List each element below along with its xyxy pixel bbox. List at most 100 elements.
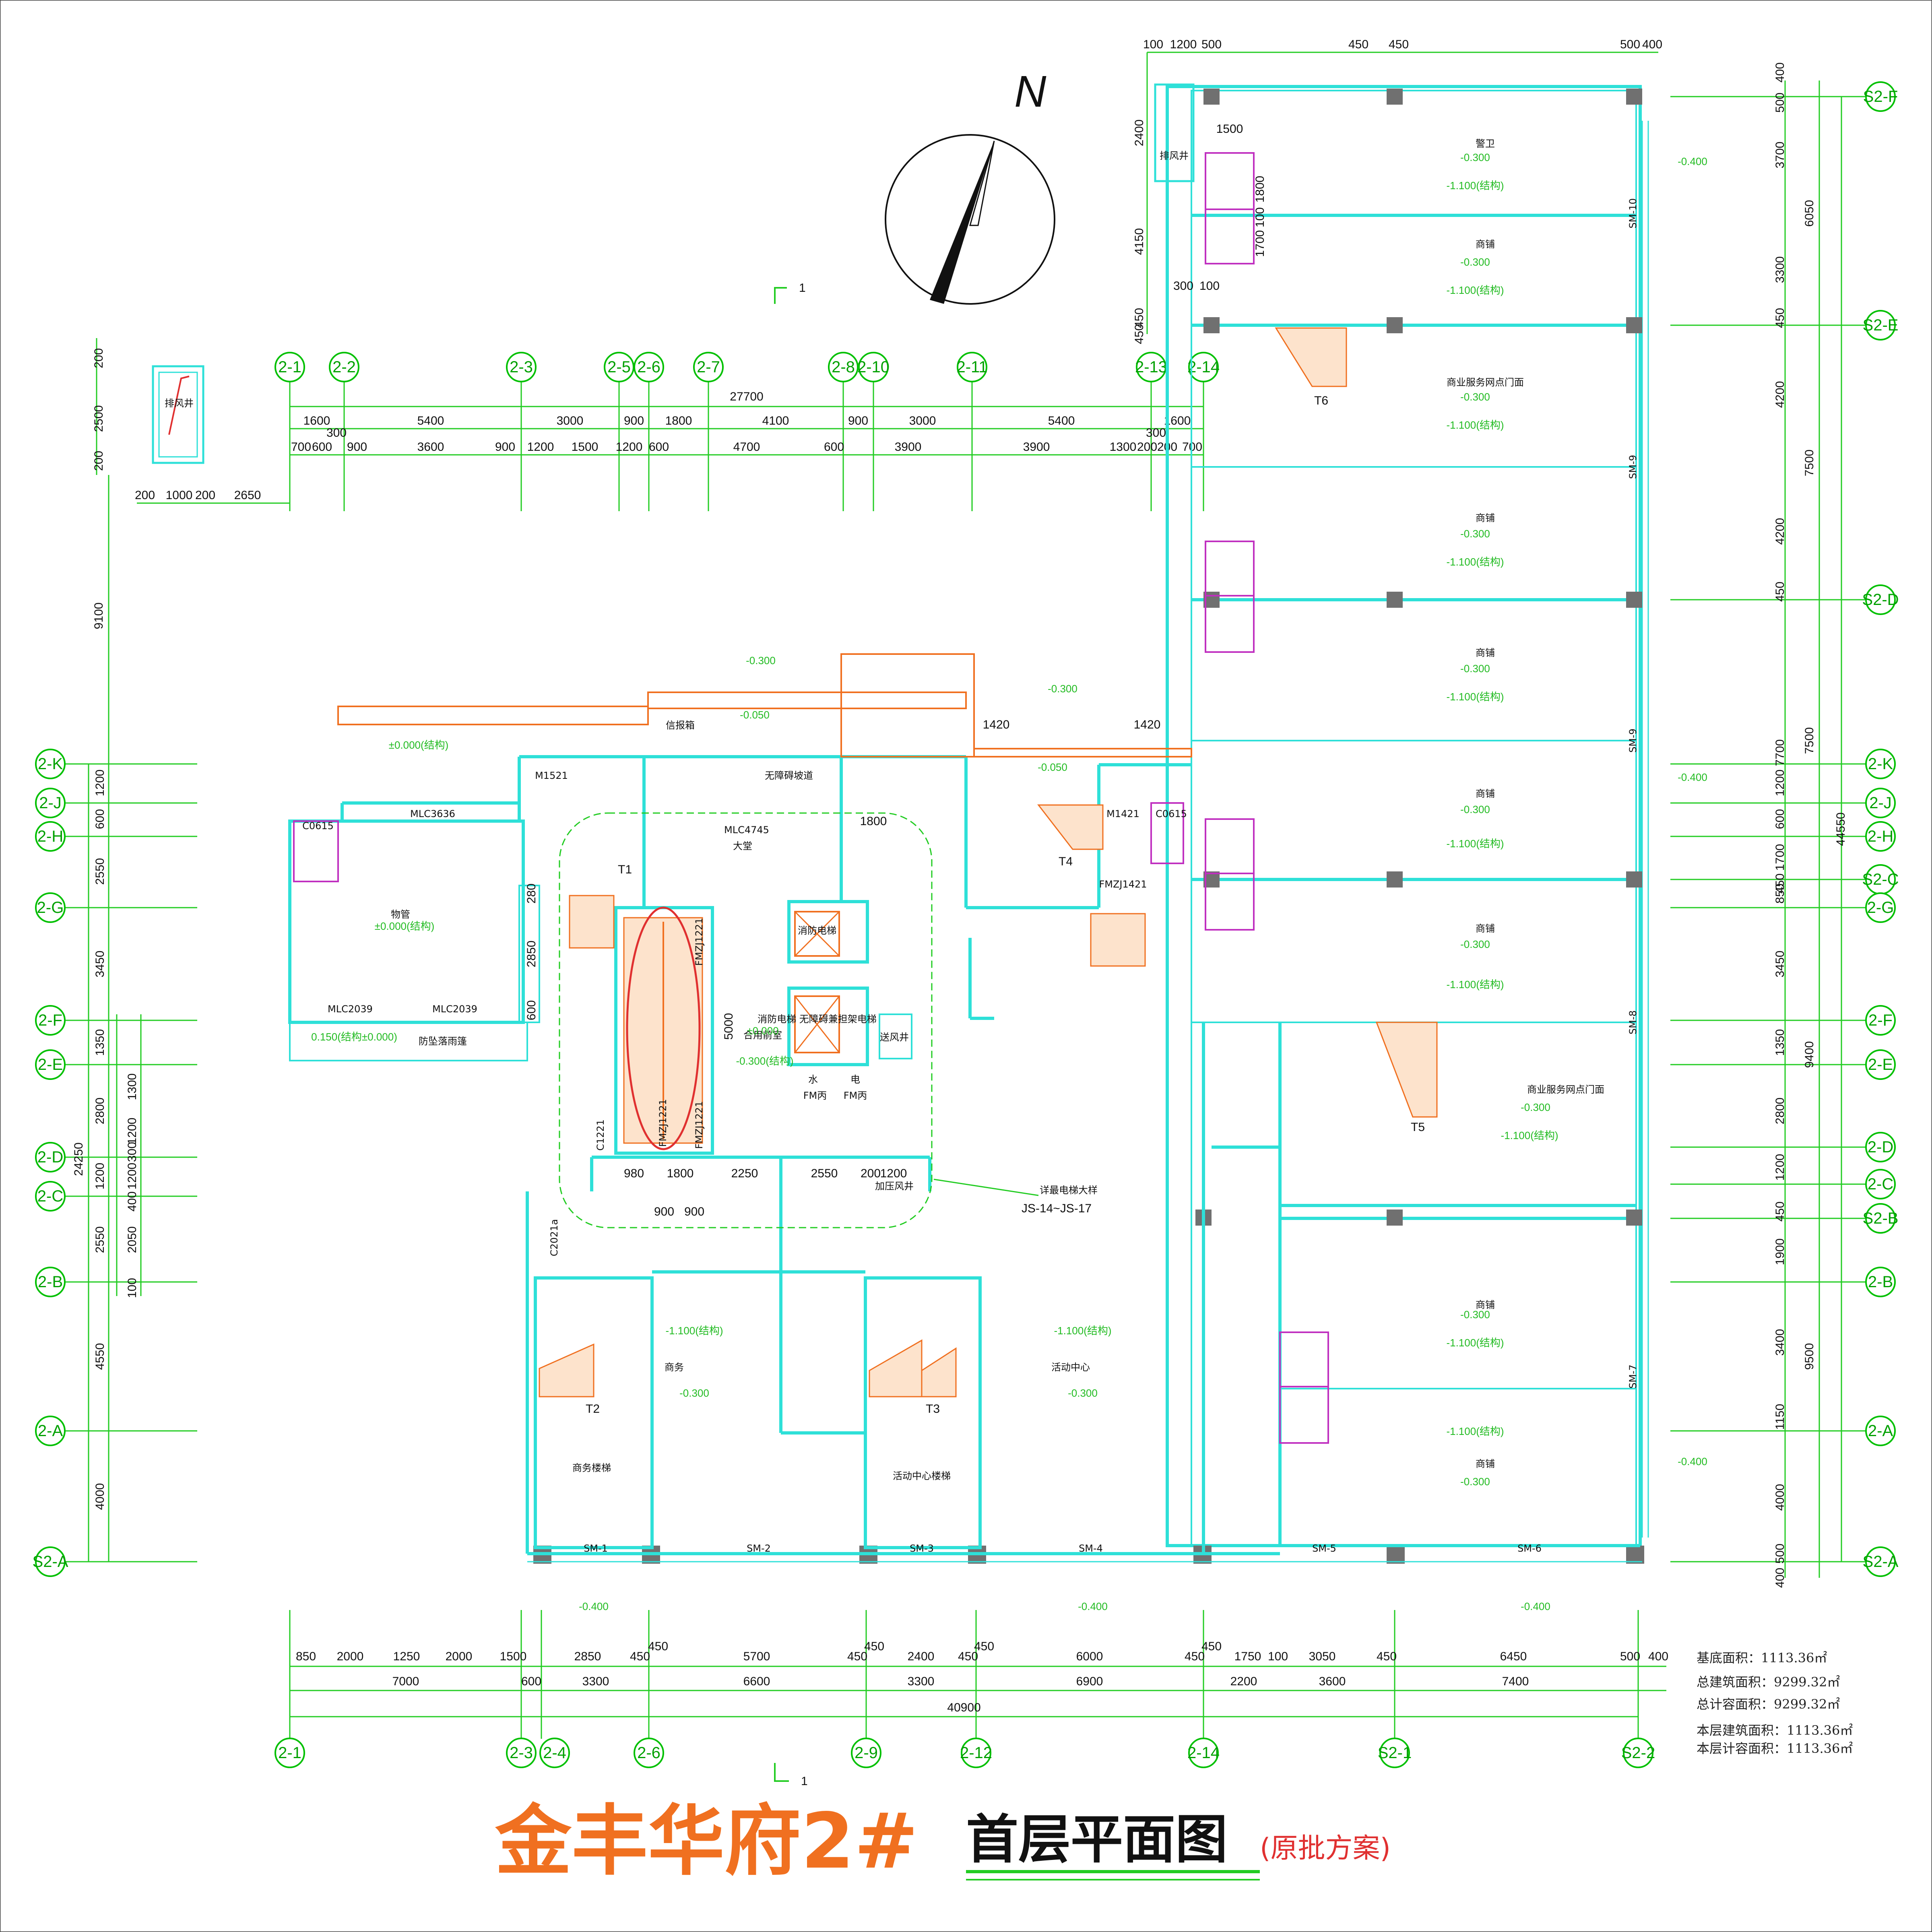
svg-text:450: 450 [864, 1640, 884, 1653]
room-label: 物管 [391, 909, 410, 920]
axis-label: 2-B [38, 1273, 63, 1291]
svg-text:T3: T3 [926, 1402, 940, 1416]
svg-text:40900: 40900 [947, 1701, 980, 1714]
svg-text:1500: 1500 [500, 1650, 527, 1663]
axis-label: S2-D [1862, 591, 1899, 609]
svg-text:1420: 1420 [1134, 718, 1161, 731]
svg-text:44550: 44550 [1834, 812, 1847, 846]
room-label: 排风井 [1160, 150, 1189, 161]
svg-text:2850: 2850 [574, 1650, 601, 1663]
svg-text:850: 850 [296, 1650, 316, 1663]
svg-text:600: 600 [93, 809, 107, 829]
svg-text:1200: 1200 [1773, 1154, 1787, 1181]
svg-text:C1221: C1221 [595, 1119, 606, 1151]
axis-label: 2-K [38, 755, 63, 773]
svg-text:-0.300: -0.300 [679, 1387, 709, 1399]
svg-text:SM-6: SM-6 [1517, 1543, 1542, 1554]
room-label: 商铺 [1476, 647, 1495, 658]
svg-text:-1.100(结构): -1.100(结构) [665, 1325, 723, 1337]
svg-text:1: 1 [801, 1775, 808, 1788]
svg-text:6450: 6450 [1500, 1650, 1527, 1663]
svg-text:2200: 2200 [1230, 1675, 1257, 1688]
svg-text:SM-5: SM-5 [1312, 1543, 1336, 1554]
axis-label: S2-1 [1378, 1744, 1412, 1762]
room-label: 商铺 [1476, 239, 1495, 250]
svg-text:-0.300(结构): -0.300(结构) [736, 1055, 793, 1067]
svg-text:1200: 1200 [1170, 38, 1197, 51]
small-dimensions: 1500 1800 100 1700 300 100 5000 280 2850… [525, 122, 1267, 1218]
svg-text:1700: 1700 [1253, 230, 1267, 257]
svg-text:-0.300: -0.300 [1460, 1476, 1490, 1488]
svg-text:-0.300: -0.300 [746, 654, 776, 667]
right-dimensions: 44550 400 500 3700 6050 3300 450 4200 75… [1773, 62, 1847, 1588]
svg-text:2400: 2400 [1133, 120, 1146, 147]
room-label: 消防电梯 无障碍兼担架电梯 [758, 1013, 877, 1025]
svg-text:C0615: C0615 [302, 820, 334, 832]
svg-text:FMZJ1221: FMZJ1221 [694, 1101, 705, 1149]
svg-text:1200: 1200 [93, 1163, 107, 1190]
svg-text:3900: 3900 [895, 440, 922, 454]
svg-text:-0.300: -0.300 [1048, 683, 1077, 695]
svg-text:-0.400: -0.400 [1678, 1455, 1707, 1468]
axis-label: 2-G [1867, 899, 1894, 916]
svg-text:-0.300: -0.300 [1460, 803, 1490, 815]
svg-text:3900: 3900 [1023, 440, 1050, 454]
svg-text:2400: 2400 [908, 1650, 935, 1663]
svg-text:9500: 9500 [1803, 1343, 1816, 1370]
svg-text:1300: 1300 [126, 1073, 139, 1100]
svg-text:-0.400: -0.400 [1078, 1600, 1108, 1612]
svg-text:4000: 4000 [93, 1483, 107, 1510]
svg-text:5400: 5400 [417, 414, 444, 427]
svg-text:900: 900 [654, 1205, 674, 1218]
svg-text:450: 450 [1773, 1201, 1787, 1222]
axis-label: 2-13 [1135, 358, 1167, 376]
room-label: 活动中心楼梯 [893, 1470, 951, 1482]
room-label: 警卫 [1476, 138, 1495, 149]
svg-text:FMZJ1221: FMZJ1221 [657, 1099, 669, 1147]
svg-text:700: 700 [291, 440, 311, 454]
svg-text:900: 900 [848, 414, 868, 427]
room-label: 无障碍坡道 [765, 770, 813, 781]
axis-label: 2-1 [278, 358, 301, 376]
svg-text:-1.100(结构): -1.100(结构) [1446, 180, 1504, 192]
room-label: 商铺 [1476, 1299, 1495, 1311]
svg-text:-0.300: -0.300 [1460, 151, 1490, 163]
room-label: 商务 [665, 1362, 684, 1373]
svg-text:-1.100(结构): -1.100(结构) [1446, 838, 1504, 850]
svg-text:1800: 1800 [665, 414, 692, 427]
svg-text:3300: 3300 [1773, 256, 1787, 283]
svg-text:-0.400: -0.400 [579, 1600, 609, 1612]
svg-text:600: 600 [525, 1000, 538, 1020]
left-dimensions: 200 2500 200 9100 24250 1200 600 2550 34… [72, 348, 261, 1510]
svg-text:600: 600 [312, 440, 332, 454]
svg-text:450: 450 [648, 1640, 668, 1653]
svg-text:1200: 1200 [1773, 770, 1787, 797]
room-label: 加压风井 [875, 1181, 914, 1192]
svg-text:SM-10: SM-10 [1627, 198, 1639, 228]
svg-text:-0.300: -0.300 [1460, 1309, 1490, 1321]
axis-label: 2-J [1869, 794, 1892, 812]
axis-label: 2-8 [832, 358, 855, 376]
svg-text:600: 600 [824, 440, 844, 454]
svg-text:4700: 4700 [733, 440, 760, 454]
title-note: (原批方案) [1260, 1833, 1391, 1864]
elevation-labels: -0.300 -1.100(结构) -0.300 -1.100(结构) -0.3… [311, 151, 1707, 1612]
svg-text:200: 200 [195, 489, 215, 502]
axis-label: 2-4 [543, 1744, 566, 1762]
svg-text:SM-9: SM-9 [1627, 729, 1639, 753]
svg-text:5400: 5400 [1048, 414, 1075, 427]
svg-text:±0.000(结构): ±0.000(结构) [375, 920, 435, 932]
svg-text:4200: 4200 [1773, 381, 1787, 408]
svg-text:450: 450 [1389, 38, 1409, 51]
svg-text:980: 980 [624, 1167, 644, 1180]
area-line: 本层建筑面积：1113.36㎡ [1697, 1723, 1853, 1738]
axis-label: S2-2 [1621, 1744, 1655, 1762]
axis-label: 2-A [38, 1422, 63, 1440]
room-labels: 警卫 商铺 商业服务网点门面 商铺 商铺 商铺 商铺 商业服务网点门面 商铺 商… [391, 138, 1604, 1482]
axis-label: 2-12 [960, 1744, 992, 1762]
dimension-lines [88, 52, 1842, 1717]
svg-text:1600: 1600 [303, 414, 330, 427]
svg-text:-1.100(结构): -1.100(结构) [1501, 1129, 1558, 1141]
svg-text:4150: 4150 [1133, 228, 1146, 255]
